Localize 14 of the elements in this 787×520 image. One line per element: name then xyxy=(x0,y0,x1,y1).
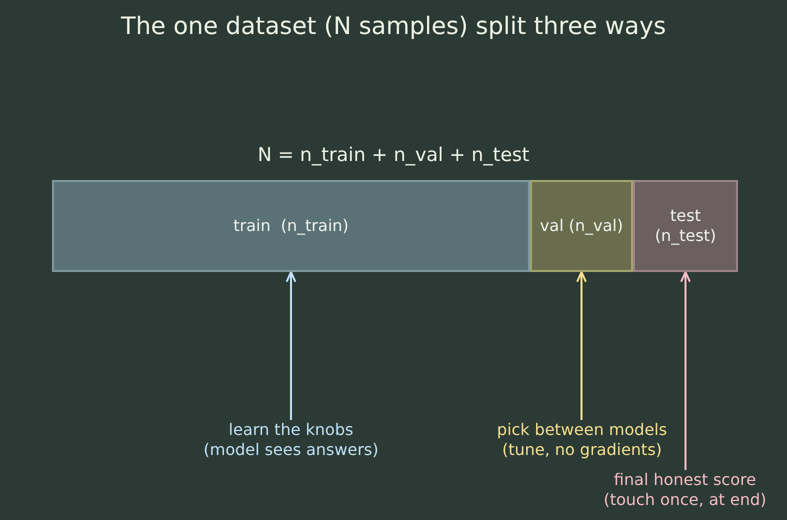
segment-label: train (n_train) xyxy=(233,216,349,236)
arrow xyxy=(680,271,690,470)
title: The one dataset (N samples) split three ways xyxy=(121,11,666,42)
annotation-text: final honest score (touch once, at end) xyxy=(595,470,775,510)
validation-segment xyxy=(530,180,633,272)
segment-label: test (n_test) xyxy=(654,206,718,246)
test-segment xyxy=(633,180,738,272)
train-segment xyxy=(52,180,530,272)
arrow xyxy=(286,271,296,420)
arrow xyxy=(576,271,586,420)
segment-label: val (n_val) xyxy=(540,216,624,236)
annotation-text: learn the knobs (model sees answers) xyxy=(201,420,381,460)
annotation-text: pick between models (tune, no gradients) xyxy=(492,420,672,460)
formula-text: N = n_train + n_val + n_test xyxy=(258,143,530,168)
